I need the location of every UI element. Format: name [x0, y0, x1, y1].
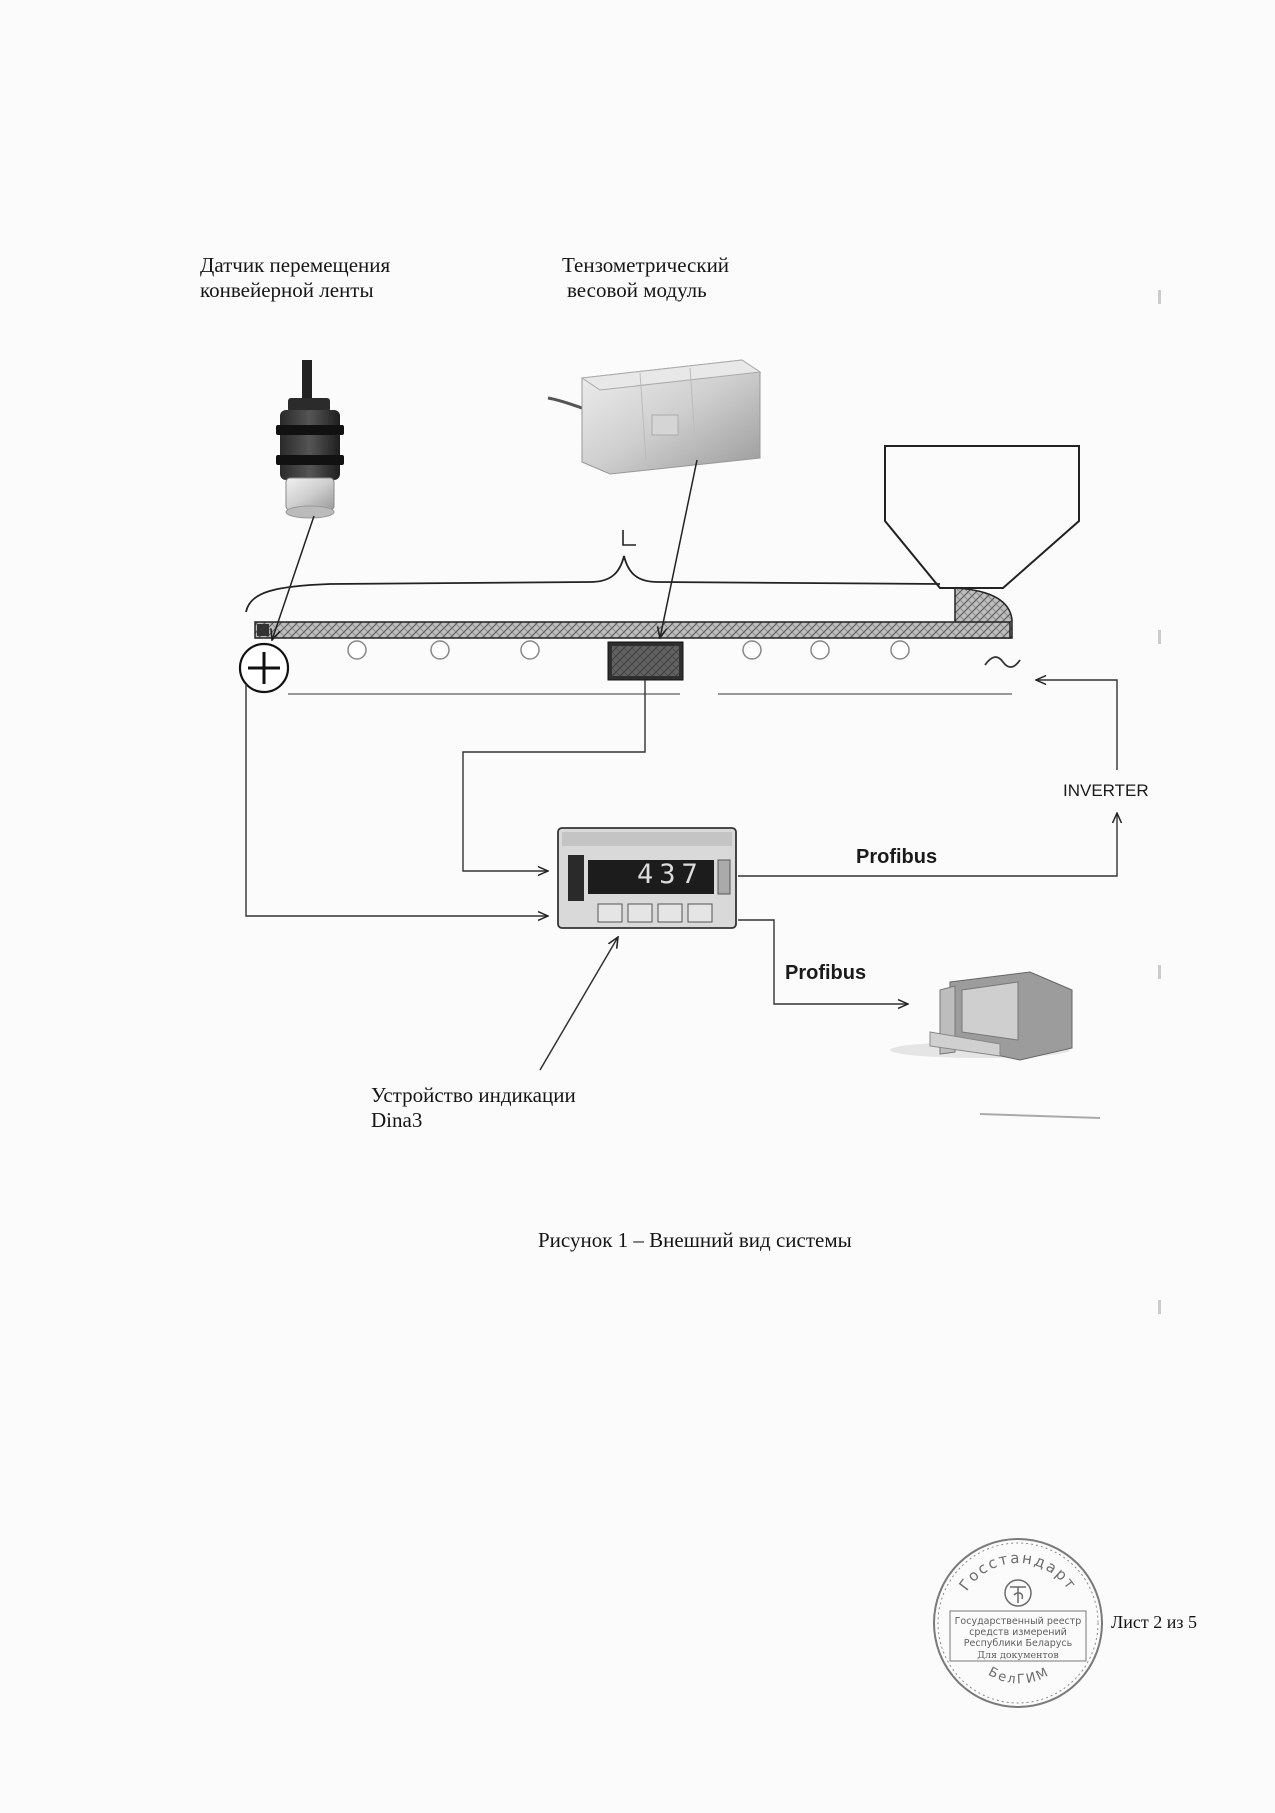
load-module-label-line2: весовой модуль	[567, 278, 707, 302]
scan-mark-1	[1158, 290, 1161, 304]
sensor-label: Датчик перемещения конвейерной ленты	[200, 253, 390, 303]
indicator-pointer	[539, 937, 618, 1071]
indicator-label-line1: Устройство индикации	[371, 1083, 576, 1107]
scan-mark-2	[1158, 630, 1161, 644]
stamp-line4: Для документов	[977, 1650, 1059, 1661]
load-module-label: Тензометрический весовой модуль	[562, 253, 729, 303]
indicator-label-line2: Dina3	[371, 1108, 423, 1132]
indicator-label: Устройство индикации Dina3	[371, 1083, 576, 1133]
wire-indicator-to-pc	[738, 919, 908, 1004]
inverter-label: INVERTER	[1063, 781, 1149, 800]
figure-caption: Рисунок 1 – Внешний вид системы	[538, 1228, 852, 1252]
rollers	[347, 640, 910, 660]
svg-text:БелГИМ: БелГИМ	[986, 1665, 1053, 1688]
profibus-label-top: Profibus	[856, 846, 938, 868]
sheet-number: Лист 2 из 5	[1111, 1612, 1197, 1632]
load-cell-pointer	[660, 459, 698, 638]
sensor-label-line2: конвейерной ленты	[200, 278, 374, 302]
computer-icon	[890, 971, 1101, 1119]
sensor-pointer	[272, 515, 315, 640]
scan-mark-3	[1158, 965, 1161, 979]
stamp-emblem	[1004, 1579, 1032, 1607]
motor-symbol	[984, 656, 1021, 668]
load-module-label-line1: Тензометрический	[562, 253, 730, 277]
load-cell	[547, 359, 762, 475]
display-reading: 437	[637, 859, 704, 890]
length-brace	[245, 555, 941, 613]
registry-stamp: Госстандарт БелГИМ Государственный реест…	[933, 1538, 1103, 1708]
wire-weigh-to-indicator	[462, 680, 646, 871]
conveyor-belt	[254, 621, 1011, 639]
wire-inverter-to-motor	[1036, 680, 1118, 770]
sensor-label-line1: Датчик перемещения	[200, 253, 391, 277]
wire-sensor-to-indicator	[245, 684, 548, 916]
dina3-indicator	[557, 827, 737, 929]
profibus-label-bottom: Profibus	[785, 962, 867, 984]
scan-mark-4	[1158, 1300, 1161, 1314]
stamp-line1: Государственный реестр	[955, 1616, 1082, 1627]
stamp-line3: Республики Беларусь	[964, 1638, 1073, 1649]
displacement-sensor	[276, 360, 344, 519]
hopper	[884, 445, 1080, 589]
stamp-bottom-arc: БелГИМ	[986, 1665, 1051, 1688]
wire-indicator-to-inverter	[738, 813, 1117, 877]
stamp-line2: средств измерений	[969, 1627, 1067, 1638]
drive-pulley	[238, 642, 290, 694]
